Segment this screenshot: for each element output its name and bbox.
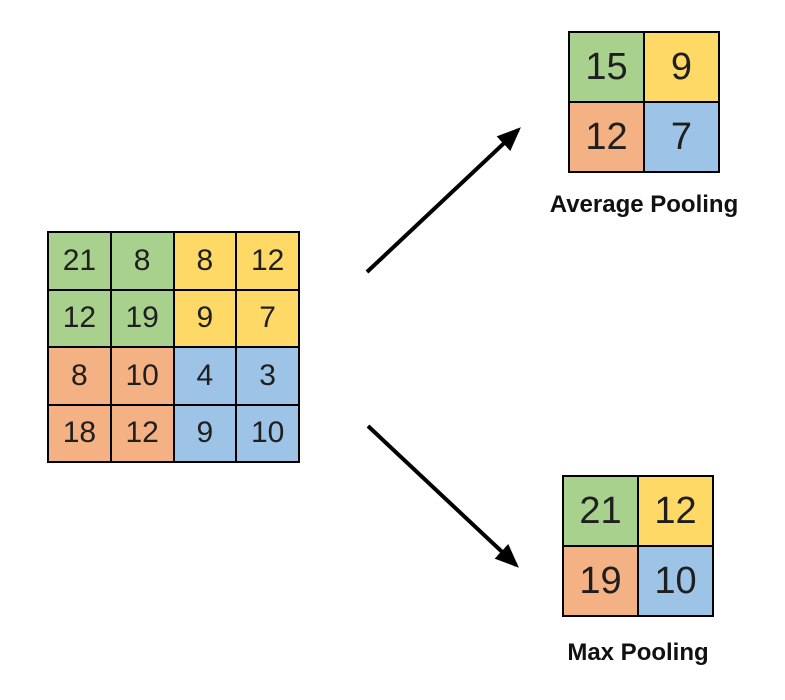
input-cell-r0c1: 8 — [110, 232, 174, 290]
arrow-to-average-pooling-icon — [365, 127, 521, 274]
arrow-to-max-pooling-icon — [366, 424, 519, 568]
avg-cell-r0c1: 9 — [644, 32, 719, 102]
max-pooling-matrix: 21 12 19 10 — [562, 475, 714, 617]
input-cell-r2c3: 3 — [236, 347, 299, 405]
max-pooling-block: 21 12 19 10 Max Pooling — [522, 475, 754, 667]
avg-cell-r1c0: 12 — [569, 102, 644, 172]
input-cell-r3c1: 12 — [110, 404, 174, 462]
average-pooling-matrix: 15 9 12 7 — [568, 31, 720, 173]
input-cell-r1c1: 19 — [110, 289, 174, 347]
input-cell-r1c0: 12 — [48, 289, 111, 347]
max-cell-r1c0: 19 — [563, 546, 638, 616]
avg-cell-r1c1: 7 — [644, 102, 719, 172]
input-cell-r3c2: 9 — [173, 404, 237, 462]
input-cell-r0c3: 12 — [236, 232, 299, 290]
average-pooling-block: 15 9 12 7 Average Pooling — [528, 31, 760, 219]
input-cell-r2c1: 10 — [110, 347, 174, 405]
average-pooling-label: Average Pooling — [549, 191, 739, 218]
input-cell-r1c2: 9 — [173, 289, 237, 347]
input-cell-r3c0: 18 — [48, 404, 111, 462]
max-pooling-label: Max Pooling — [567, 639, 709, 666]
avg-cell-r0c0: 15 — [569, 32, 644, 102]
input-matrix: 21 8 8 12 12 19 9 7 8 10 4 3 18 12 9 10 — [47, 231, 300, 463]
input-cell-r0c2: 8 — [173, 232, 237, 290]
max-cell-r1c1: 10 — [638, 546, 713, 616]
input-cell-r1c3: 7 — [236, 289, 299, 347]
max-cell-r0c0: 21 — [563, 476, 638, 546]
input-cell-r0c0: 21 — [48, 232, 111, 290]
input-cell-r2c0: 8 — [48, 347, 111, 405]
input-cell-r3c3: 10 — [236, 404, 299, 462]
max-cell-r0c1: 12 — [638, 476, 713, 546]
input-cell-r2c2: 4 — [173, 347, 237, 405]
